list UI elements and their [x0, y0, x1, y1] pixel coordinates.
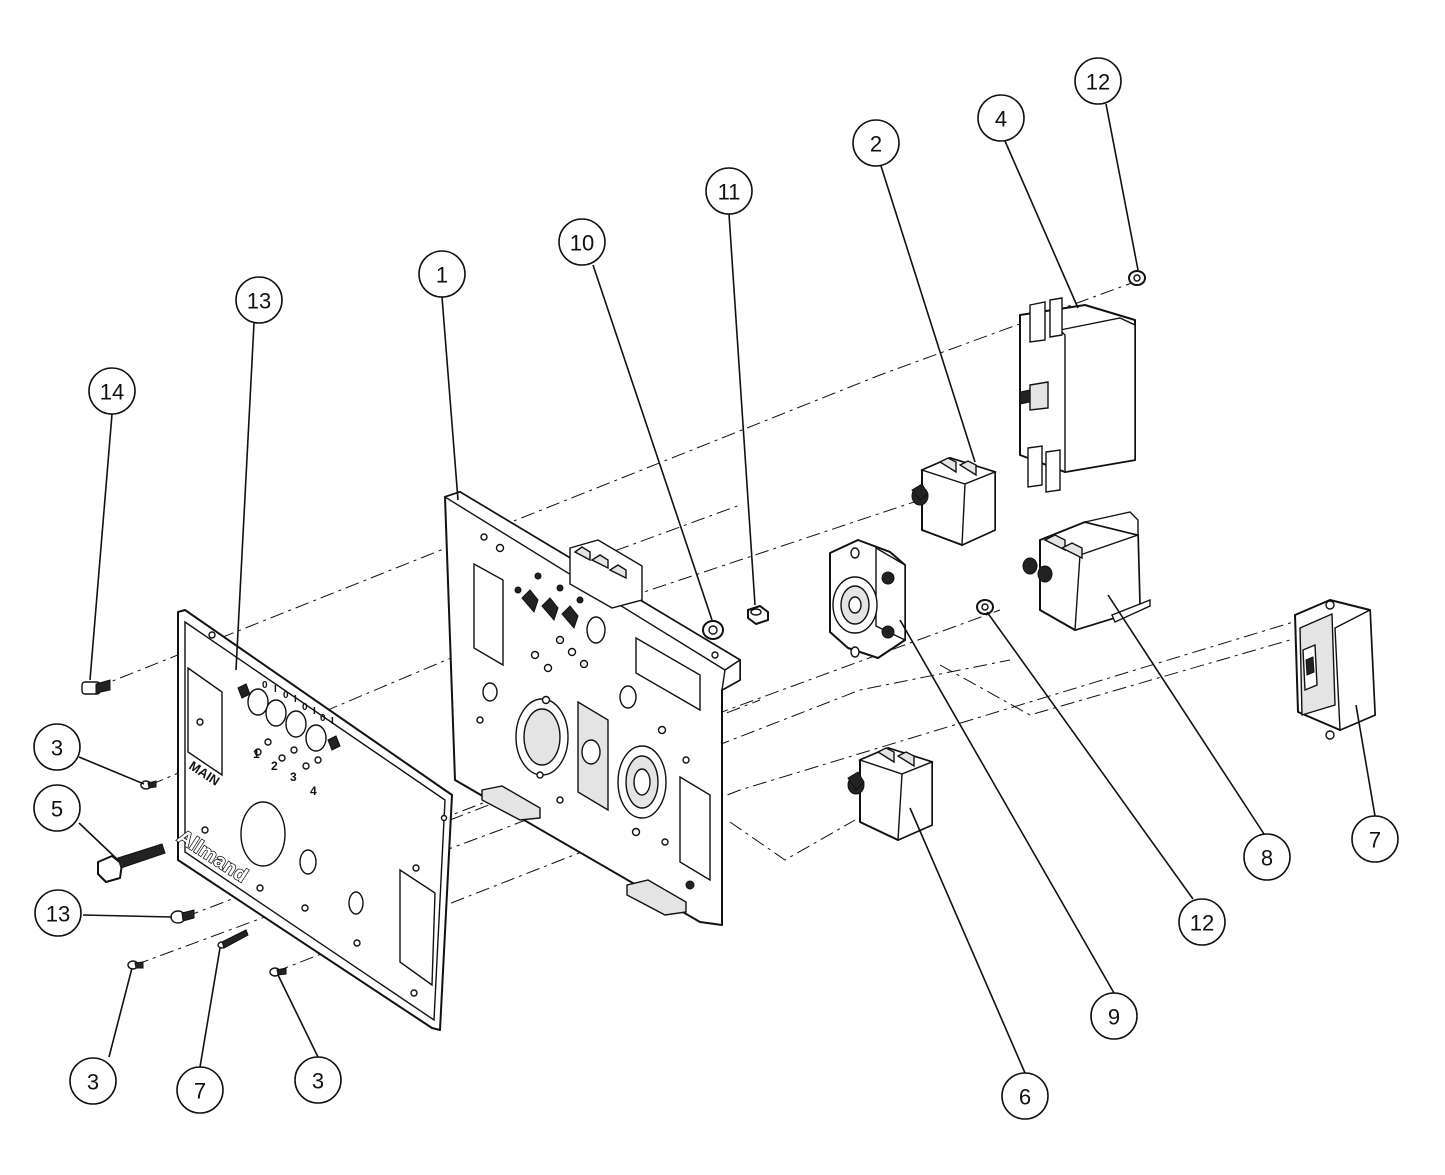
breaker-2 [911, 457, 998, 547]
hardware [81, 270, 1146, 977]
callout-8: 8 [1243, 833, 1291, 881]
svg-text:3: 3 [51, 736, 63, 761]
callout-11: 11 [705, 167, 753, 215]
front-faceplate: 0 I 0 I 0 I 0 I 1 2 3 4 MAIN Allmand [173, 609, 453, 1031]
callout-7-right: 7 [1351, 815, 1399, 863]
svg-text:10: 10 [570, 231, 594, 256]
callout-13: 13 [235, 276, 283, 324]
breaker-number-1: 1 [253, 747, 260, 761]
nut-12-upper [1128, 270, 1146, 286]
nut-10 [702, 620, 724, 640]
svg-text:11: 11 [718, 180, 741, 205]
screw-3-left [127, 960, 144, 970]
svg-text:13: 13 [247, 289, 271, 314]
svg-text:6: 6 [1019, 1085, 1031, 1110]
svg-text:8: 8 [1261, 846, 1273, 871]
callout-3: 3 [33, 723, 81, 771]
svg-text:14: 14 [100, 380, 124, 405]
callout-10: 10 [558, 218, 606, 266]
svg-text:2: 2 [870, 132, 882, 157]
switch-mark: I [331, 716, 334, 727]
svg-text:7: 7 [194, 1079, 206, 1104]
switch-mark: 0 [262, 680, 268, 691]
screw-3-right [269, 967, 287, 977]
callout-13-lower: 13 [34, 889, 82, 937]
switch-mark: I [313, 706, 316, 717]
svg-text:12: 12 [1190, 911, 1214, 936]
breaker-numbers: 1 2 3 4 [253, 747, 317, 798]
breaker-8 [1022, 511, 1151, 631]
callout-12: 12 [1074, 57, 1122, 105]
callout-1: 1 [418, 250, 466, 298]
main-breaker-4 [1019, 297, 1136, 493]
callout-2: 2 [852, 119, 900, 167]
callout-14: 14 [88, 367, 136, 415]
gfci-receptacle-7 [1294, 599, 1376, 740]
callout-12-lower: 12 [1178, 898, 1226, 946]
callout-6: 6 [1001, 1072, 1049, 1120]
spacer-11 [747, 605, 769, 625]
switch-mark: I [274, 684, 277, 695]
screw-13-lower [170, 909, 195, 924]
switch-mark: 0 [320, 713, 326, 724]
switch-mark: 0 [283, 690, 289, 701]
bolt-5 [97, 843, 166, 883]
breaker-number-3: 3 [290, 770, 297, 784]
screw-7 [217, 929, 249, 949]
switch-mark: I [294, 694, 297, 705]
svg-text:1: 1 [436, 263, 448, 288]
screw-3-upper [140, 780, 157, 790]
screw-14 [81, 679, 111, 695]
switch-marks: 0 I 0 I 0 I 0 I [262, 680, 334, 727]
rear-panel [443, 491, 742, 926]
leader-lines [78, 103, 1376, 1074]
callout-7-left: 7 [176, 1066, 224, 1114]
svg-text:4: 4 [995, 107, 1007, 132]
callout-bubbles: 14 13 1 10 11 2 4 12 3 5 13 3 7 3 6 9 12… [33, 57, 1399, 1120]
svg-text:13: 13 [46, 902, 70, 927]
callout-3-left: 3 [69, 1057, 117, 1105]
breaker-cutouts [247, 688, 327, 752]
svg-text:9: 9 [1108, 1005, 1120, 1030]
svg-text:5: 5 [51, 797, 63, 822]
callout-9: 9 [1090, 992, 1138, 1040]
nut-12-lower [976, 599, 994, 615]
svg-text:3: 3 [312, 1069, 324, 1094]
breaker-6 [847, 747, 935, 842]
svg-text:3: 3 [87, 1070, 99, 1095]
callout-3-right: 3 [294, 1056, 342, 1104]
svg-text:12: 12 [1086, 70, 1110, 95]
receptacle-9 [829, 539, 906, 659]
svg-text:7: 7 [1369, 828, 1381, 853]
callout-5: 5 [33, 784, 81, 832]
breaker-number-4: 4 [310, 784, 317, 798]
callout-4: 4 [977, 94, 1025, 142]
toggle-switches [514, 572, 584, 629]
breaker-number-2: 2 [271, 759, 278, 773]
switch-mark: 0 [302, 702, 308, 713]
